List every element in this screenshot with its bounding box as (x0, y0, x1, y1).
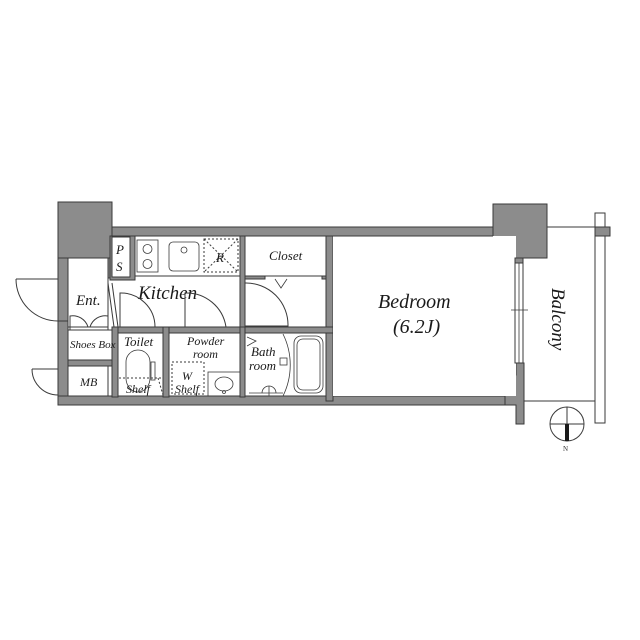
entrance-label: Ent. (75, 293, 101, 309)
shoes-box-label: Shoes Box (70, 339, 116, 351)
entrance-door (15, 278, 68, 322)
washbasin-icon (207, 371, 241, 397)
corridor-edge (111, 282, 119, 328)
bath-room (244, 332, 327, 397)
wshelf-label-1: W (182, 369, 193, 383)
kitchen-counter (134, 235, 241, 277)
powder-label-1: Powder (186, 334, 225, 348)
toilet-door (119, 292, 156, 328)
compass-icon (549, 406, 585, 442)
fridge-label: R (215, 250, 224, 265)
powder-room (168, 332, 241, 397)
bath-partition-curve (282, 333, 291, 397)
corridor-door (244, 282, 289, 327)
bedroom (333, 236, 516, 396)
bath-drain-icon (249, 385, 283, 396)
balcony-label: Balcony (547, 288, 568, 351)
stove-icon (136, 239, 159, 273)
meter-box-door (31, 368, 59, 396)
meter-box-label: MB (79, 375, 98, 389)
pipe-shaft (111, 236, 131, 278)
shoes-box-door-left (69, 315, 89, 330)
ps-label-s: S (116, 259, 123, 274)
bedroom-label: Bedroom (378, 291, 451, 313)
ps-label-p: P (115, 242, 124, 257)
bath-label-1: Bath (251, 344, 276, 359)
bath-control (279, 357, 288, 366)
toilet-icon (119, 349, 164, 396)
toilet-shelf-label: Shelf (126, 382, 152, 396)
closet-label: Closet (269, 248, 303, 263)
closet-marker (274, 278, 288, 289)
shoes-box (67, 329, 113, 361)
bath-label-2: room (249, 358, 276, 373)
bath-marker (246, 336, 257, 347)
powder-door (184, 292, 227, 328)
balcony-railing (594, 212, 606, 424)
wshelf-label-2: Shelf (175, 382, 201, 396)
shoes-box-door-right (89, 315, 109, 330)
meter-box (67, 365, 109, 397)
balcony-window (511, 257, 528, 364)
closet (244, 235, 327, 277)
bedroom-size: (6.2J) (393, 316, 441, 338)
balcony (524, 212, 611, 424)
refrigerator-space (203, 238, 239, 273)
sink-icon (168, 241, 200, 272)
washer-shelf (171, 361, 205, 395)
toilet-label: Toilet (124, 334, 154, 349)
powder-label-2: room (193, 347, 218, 361)
compass-north-label: N (563, 445, 568, 453)
kitchen-label: Kitchen (137, 283, 197, 304)
toilet-room (117, 332, 164, 397)
bathtub-icon (293, 335, 324, 394)
